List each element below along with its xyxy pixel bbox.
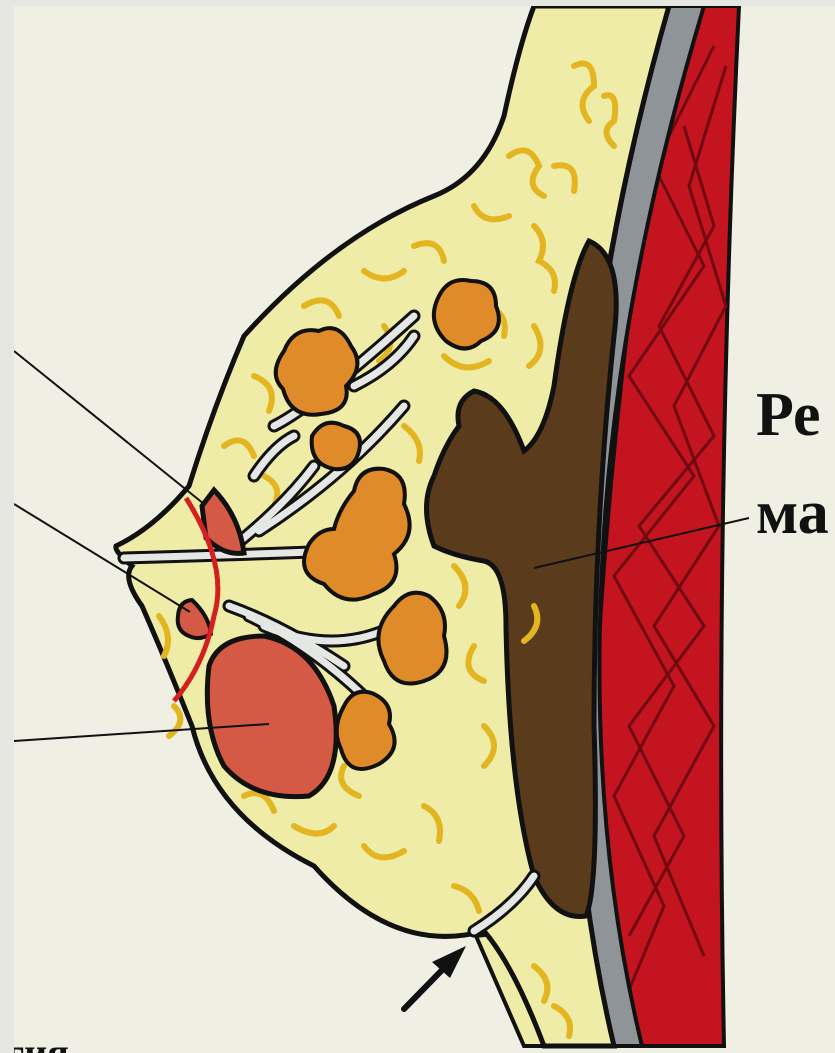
- breast-anatomy-diagram: [14, 6, 835, 1053]
- label-bottom-fragment: гия: [14, 1033, 69, 1053]
- label-retromammary-line1: Ре: [756, 384, 821, 446]
- arrow-indicator: [404, 946, 466, 1009]
- slide-canvas: Ре ма гия: [14, 6, 835, 1053]
- label-retromammary-line2: ма: [756, 482, 829, 544]
